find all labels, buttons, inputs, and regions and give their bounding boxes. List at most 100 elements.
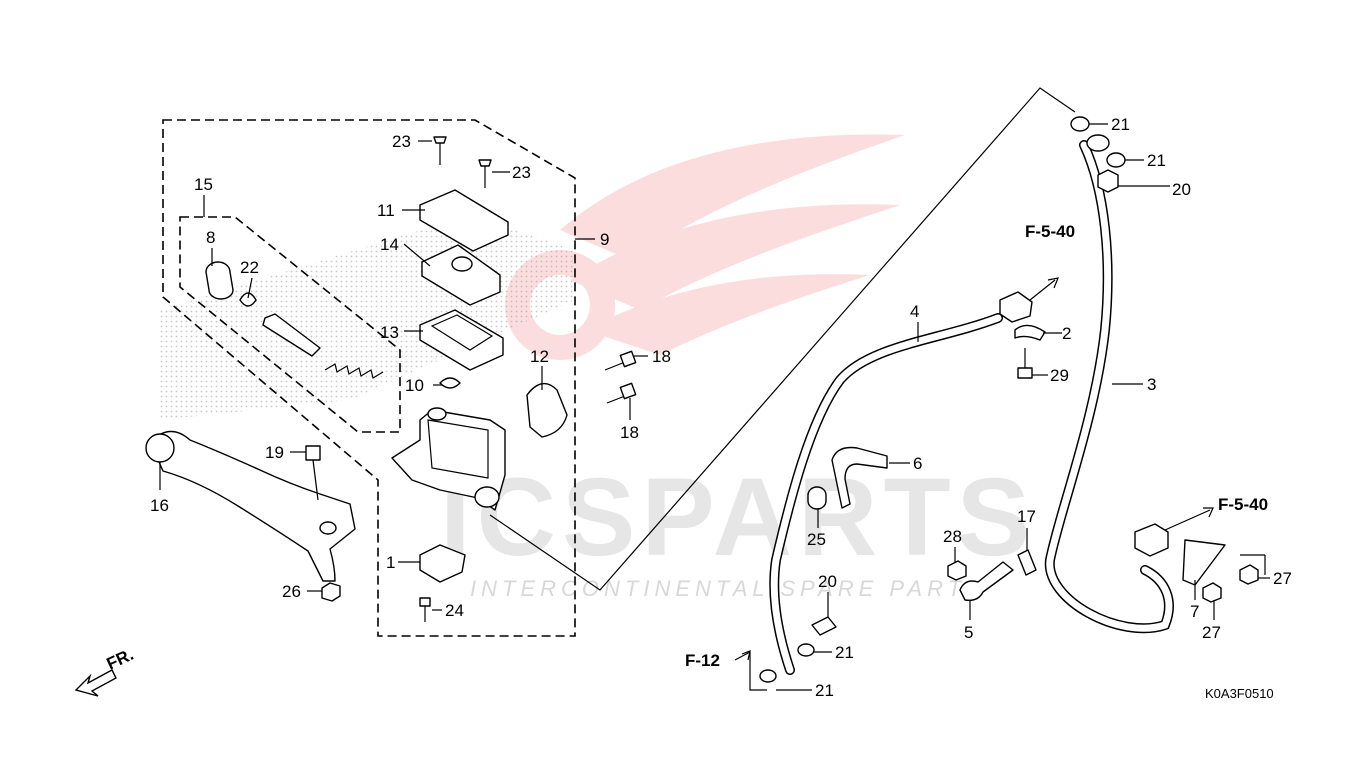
bolt-27-lower (1202, 582, 1222, 603)
bolt-27-right (1239, 564, 1259, 585)
washer-21-a (1070, 116, 1090, 132)
watermark-wing-3 (585, 274, 870, 355)
front-arrow-icon (74, 669, 117, 697)
callout-26: 26 (282, 582, 301, 601)
master-cylinder-kit-outline (162, 119, 576, 637)
bolt-18-upper (604, 350, 637, 371)
watermark: ICSPARTS INTERCONTINENTAL SPARE PARTS (440, 134, 1036, 601)
diaphragm-13 (419, 309, 504, 371)
circlip-22 (239, 292, 257, 307)
screw-24 (419, 597, 431, 622)
ref-label-right: F-5-40 (1218, 495, 1268, 514)
leader-lines (159, 123, 1270, 691)
reservoir-cap-11 (419, 189, 509, 252)
callout-13: 13 (380, 323, 399, 342)
callout-labels: 23 23 11 9 14 13 10 12 18 18 15 8 22 19 … (150, 115, 1292, 700)
callout-18b: 18 (620, 423, 639, 442)
callout-1: 1 (386, 553, 395, 572)
plate-14 (421, 244, 501, 306)
ref-arrow-left (734, 650, 767, 691)
callout-25: 25 (807, 530, 826, 549)
callout-21b: 21 (1147, 151, 1166, 170)
callout-20b: 20 (818, 572, 837, 591)
brake-lever-16-pivot (319, 521, 337, 535)
callout-23b: 23 (512, 163, 531, 182)
callout-3: 3 (1147, 375, 1156, 394)
brake-lever-16-knob (145, 433, 175, 463)
master-cylinder-boss-9 (427, 407, 447, 421)
bracket-7 (1182, 539, 1226, 586)
ref-arrow-top (1029, 277, 1059, 301)
callout-27a: 27 (1273, 569, 1292, 588)
callout-14: 14 (380, 235, 399, 254)
clamp-2 (1014, 324, 1046, 341)
watermark-brand: ICSPARTS (440, 456, 1036, 579)
callout-18a: 18 (652, 347, 671, 366)
piston-kit-outline (179, 216, 401, 433)
callout-29: 29 (1050, 366, 1069, 385)
watermark-wing-2 (570, 204, 900, 310)
screw-23-top (433, 136, 447, 165)
callout-19: 19 (265, 443, 284, 462)
callout-9: 9 (600, 230, 609, 249)
bolt-18-lower (606, 382, 637, 404)
brake-switch-1 (419, 544, 466, 583)
master-cylinder-port-9 (474, 486, 500, 508)
callout-8: 8 (206, 228, 215, 247)
callout-5: 5 (964, 623, 973, 642)
holder-12 (526, 382, 568, 438)
plate-14-hole (451, 256, 473, 272)
callout-21a: 21 (1111, 115, 1130, 134)
bolt-29 (1017, 348, 1033, 379)
diagram-code: K0A3F0510 (1205, 686, 1274, 701)
shading-band (160, 215, 575, 420)
screw-23-right (478, 159, 492, 188)
washer-21-d (759, 669, 777, 683)
callout-20a: 20 (1172, 180, 1191, 199)
bracket-6 (831, 446, 888, 509)
ref-label-left: F-12 (685, 651, 720, 670)
callout-7a: 7 (1190, 602, 1199, 621)
pivot-bolt-19 (305, 445, 321, 501)
diaphragm-13-inner (430, 314, 494, 351)
callout-15: 15 (194, 175, 213, 194)
callout-11: 11 (377, 201, 395, 220)
callout-6: 6 (913, 454, 922, 473)
bolt-20-bottom (811, 616, 837, 636)
piston (262, 313, 321, 357)
callout-23a: 23 (392, 132, 411, 151)
ref-arrow-right (1164, 507, 1214, 531)
brake-hose-4 (769, 313, 1003, 675)
brake-hose-3 (1044, 140, 1174, 634)
watermark-tagline: INTERCONTINENTAL SPARE PARTS (470, 576, 986, 601)
bolt-20-top (1097, 169, 1119, 193)
bolt-28 (947, 560, 967, 581)
washer-21-b (1106, 152, 1126, 168)
washer-21-c (797, 643, 815, 657)
callout-28: 28 (943, 527, 962, 546)
callout-22: 22 (240, 258, 259, 277)
callout-21d: 21 (815, 681, 834, 700)
callout-2: 2 (1062, 324, 1071, 343)
clip-17 (1017, 549, 1037, 576)
callout-16: 16 (150, 496, 169, 515)
master-cylinder-reservoir-9 (427, 419, 489, 479)
callout-12: 12 (530, 347, 549, 366)
front-arrow: FR. (74, 645, 137, 697)
brake-lever-16 (149, 430, 356, 582)
ref-label-top: F-5-40 (1025, 222, 1075, 241)
callout-21c: 21 (835, 643, 854, 662)
clip-10 (439, 377, 461, 389)
hose-4-fitting (999, 291, 1033, 323)
front-arrow-label: FR. (104, 645, 137, 674)
nut-26 (321, 582, 341, 602)
clamp-5 (959, 561, 1014, 602)
callout-17: 17 (1017, 507, 1036, 526)
grommet-25 (807, 486, 827, 510)
boot-8 (205, 261, 234, 300)
watermark-wing-1 (560, 134, 905, 260)
callout-10: 10 (405, 376, 424, 395)
callout-4: 4 (910, 302, 919, 321)
